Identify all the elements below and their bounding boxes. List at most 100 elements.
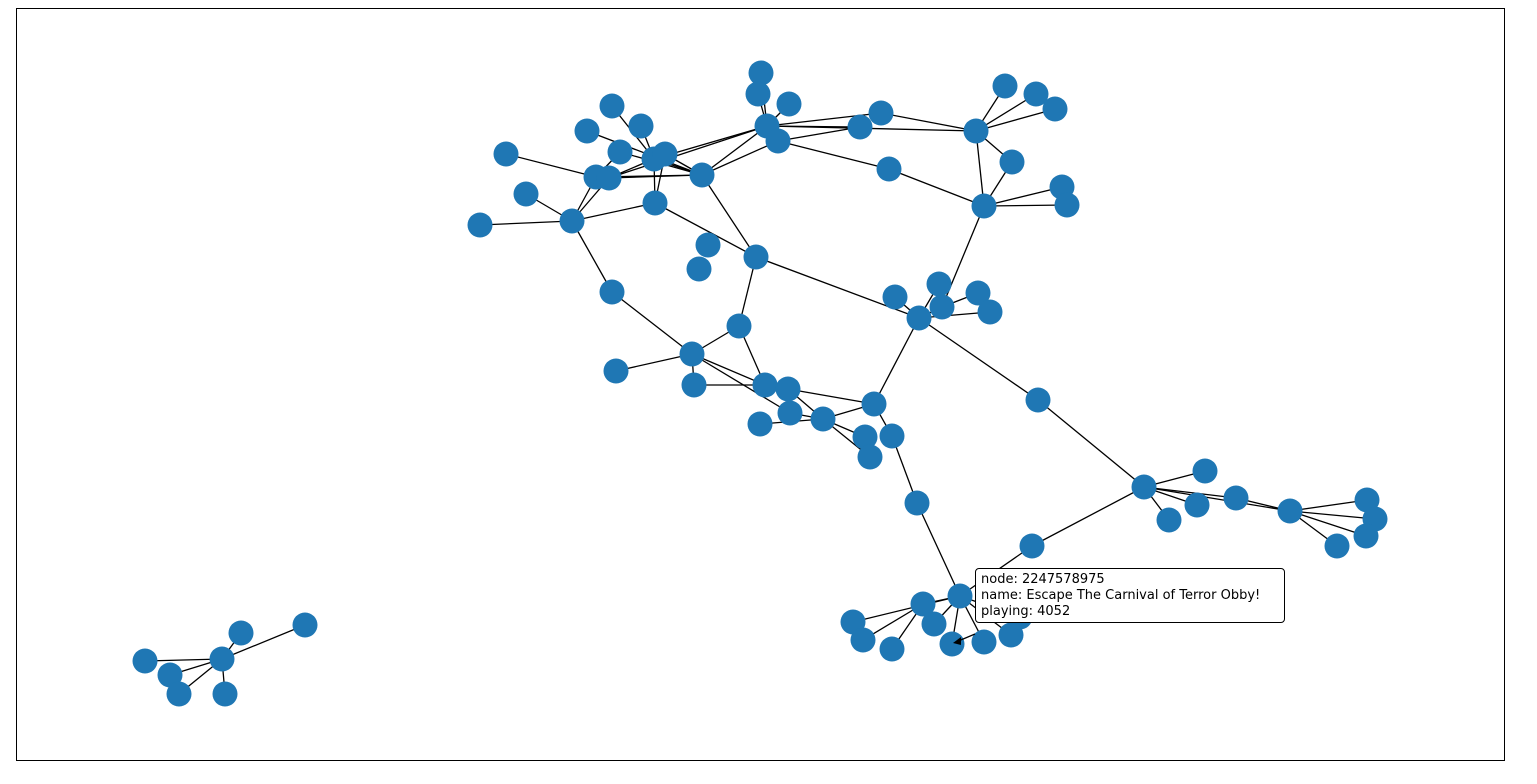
graph-node[interactable]	[999, 149, 1025, 175]
graph-node[interactable]	[977, 299, 1003, 325]
graph-node[interactable]	[857, 444, 883, 470]
graph-node[interactable]	[1131, 474, 1157, 500]
graph-node[interactable]	[513, 181, 539, 207]
graph-node[interactable]	[921, 611, 947, 637]
graph-node[interactable]	[1025, 387, 1051, 413]
graph-node[interactable]	[777, 400, 803, 426]
graph-edge	[479, 220, 573, 226]
graph-node[interactable]	[852, 424, 878, 450]
graph-edge	[1289, 510, 1376, 520]
graph-node[interactable]	[850, 627, 876, 653]
graph-node[interactable]	[157, 662, 183, 688]
graph-node[interactable]	[1019, 533, 1045, 559]
graph-edge	[918, 317, 1039, 401]
node-layer	[132, 60, 1388, 707]
graph-edge	[701, 174, 757, 258]
graph-node[interactable]	[965, 280, 991, 306]
graph-node[interactable]	[599, 279, 625, 305]
graph-node[interactable]	[882, 284, 908, 310]
graph-node[interactable]	[1156, 507, 1182, 533]
graph-edge	[571, 202, 656, 222]
graph-edge	[888, 168, 985, 207]
graph-node[interactable]	[686, 256, 712, 282]
graph-node[interactable]	[939, 631, 965, 657]
graph-node[interactable]	[695, 232, 721, 258]
graph-node[interactable]	[1353, 523, 1379, 549]
graph-node[interactable]	[1324, 533, 1350, 559]
graph-node[interactable]	[963, 118, 989, 144]
graph-node[interactable]	[212, 681, 238, 707]
graph-edge	[777, 126, 861, 142]
graph-node[interactable]	[868, 100, 894, 126]
graph-node[interactable]	[209, 646, 235, 672]
graph-node[interactable]	[493, 141, 519, 167]
graph-node[interactable]	[132, 648, 158, 674]
graph-edge	[852, 595, 961, 623]
graph-node[interactable]	[596, 165, 622, 191]
graph-node[interactable]	[765, 128, 791, 154]
graph-node[interactable]	[642, 190, 668, 216]
graph-node[interactable]	[1354, 487, 1380, 513]
graph-edge	[1143, 486, 1237, 499]
graph-node[interactable]	[861, 391, 887, 417]
graph-node[interactable]	[747, 411, 773, 437]
graph-node[interactable]	[971, 193, 997, 219]
graph-node[interactable]	[1042, 96, 1068, 122]
graph-node[interactable]	[1192, 458, 1218, 484]
graph-edge	[1289, 499, 1368, 512]
graph-node[interactable]	[603, 358, 629, 384]
graph-edge	[1037, 399, 1145, 488]
graph-node[interactable]	[971, 629, 997, 655]
graph-node[interactable]	[910, 591, 936, 617]
graph-node[interactable]	[681, 372, 707, 398]
graph-edge	[221, 624, 306, 660]
graph-node[interactable]	[628, 113, 654, 139]
graph-node[interactable]	[947, 583, 973, 609]
graph-node[interactable]	[607, 139, 633, 165]
tooltip-name: name: Escape The Carnival of Terror Obby…	[981, 588, 1261, 603]
graph-node[interactable]	[599, 93, 625, 119]
graph-node[interactable]	[559, 208, 585, 234]
graph-node[interactable]	[926, 271, 952, 297]
graph-node[interactable]	[906, 305, 932, 331]
graph-edge	[144, 658, 223, 662]
graph-node[interactable]	[574, 118, 600, 144]
graph-edge	[691, 353, 766, 386]
graph-node[interactable]	[726, 313, 752, 339]
graph-edge	[701, 125, 768, 176]
graph-node[interactable]	[745, 81, 771, 107]
graph-node[interactable]	[228, 620, 254, 646]
graph-edge	[1031, 486, 1145, 547]
graph-node[interactable]	[467, 212, 493, 238]
graph-node[interactable]	[929, 294, 955, 320]
graph-edge	[691, 353, 791, 414]
graph-node[interactable]	[879, 636, 905, 662]
graph-edge	[777, 140, 890, 170]
graph-node[interactable]	[292, 612, 318, 638]
graph-node[interactable]	[748, 60, 774, 86]
graph-node[interactable]	[1277, 498, 1303, 524]
graph-node[interactable]	[847, 114, 873, 140]
graph-node[interactable]	[166, 681, 192, 707]
graph-edge	[654, 202, 757, 258]
graph-node[interactable]	[876, 156, 902, 182]
graph-node[interactable]	[904, 490, 930, 516]
graph-node[interactable]	[679, 341, 705, 367]
graph-node[interactable]	[879, 423, 905, 449]
graph-node[interactable]	[1054, 192, 1080, 218]
graph-node[interactable]	[810, 406, 836, 432]
graph-node[interactable]	[652, 141, 678, 167]
graph-node[interactable]	[775, 376, 801, 402]
graph-edge	[983, 204, 1068, 207]
graph-node[interactable]	[752, 372, 778, 398]
graph-node[interactable]	[1223, 485, 1249, 511]
graph-node[interactable]	[1184, 492, 1210, 518]
graph-node[interactable]	[743, 244, 769, 270]
graph-node[interactable]	[992, 73, 1018, 99]
graph-node[interactable]	[776, 91, 802, 117]
graph-node[interactable]	[1023, 81, 1049, 107]
graph-edge	[701, 140, 779, 176]
graph-node[interactable]	[689, 162, 715, 188]
node-tooltip: node: 2247578975 name: Escape The Carniv…	[975, 568, 1285, 623]
